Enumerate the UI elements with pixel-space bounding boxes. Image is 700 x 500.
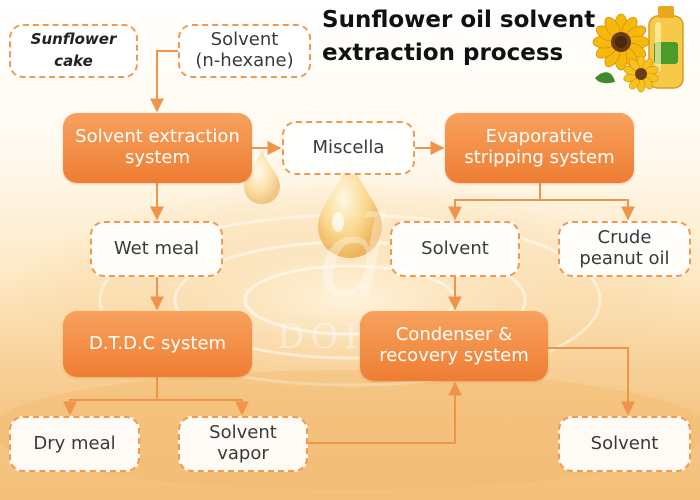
node-wet-meal-label: Wet meal xyxy=(113,237,200,259)
node-condenser-line2: recovery system xyxy=(379,345,529,366)
page-title: Sunflower oil solvent extraction process xyxy=(322,4,595,70)
title-line-2: extraction process xyxy=(322,40,564,66)
node-solvent-hexane-line1: Solvent xyxy=(210,29,279,51)
oil-drop-icon xyxy=(318,160,382,258)
node-solvent-vapor: Solvent vapor xyxy=(178,416,308,472)
node-evaporative-line1: Evaporative xyxy=(485,126,594,148)
connector-evaporative-to-crude xyxy=(540,199,635,221)
node-solvent-hexane: Solvent (n-hexane) xyxy=(178,24,311,78)
sunflower-icon xyxy=(595,55,659,93)
connector-evaporative-split xyxy=(448,183,541,221)
node-solvent-mid: Solvent xyxy=(390,221,520,277)
node-crude-peanut-oil: Crude peanut oil xyxy=(558,221,691,277)
node-wet-meal: Wet meal xyxy=(90,221,223,277)
sunflower-oil-illustration xyxy=(592,6,684,93)
node-sunflower-cake-label: Sunflower cake xyxy=(30,30,117,70)
node-solvent-mid-label: Solvent xyxy=(421,237,489,259)
node-condenser-line1: Condenser & xyxy=(395,324,513,346)
node-vapor-line1: Solvent xyxy=(209,422,277,444)
connector-hexane-to-extraction xyxy=(156,50,178,98)
node-evaporative-stripping-system: Evaporative stripping system xyxy=(445,113,634,183)
node-solvent-hexane-line2: (n-hexane) xyxy=(195,50,294,71)
node-crude-line2: peanut oil xyxy=(579,248,670,269)
node-dry-meal: Dry meal xyxy=(9,416,140,472)
node-solvent-extraction-system: Solvent extraction system xyxy=(63,113,252,183)
node-miscella: Miscella xyxy=(282,121,415,175)
node-evaporative-line2: stripping system xyxy=(464,147,615,168)
node-vapor-line2: vapor xyxy=(217,443,269,464)
connector-vapor-to-condenser xyxy=(308,381,462,444)
title-line-1: Sunflower oil solvent xyxy=(322,7,596,33)
sunflower-icon xyxy=(592,13,650,71)
connector-dtdc-to-vapor xyxy=(157,399,249,416)
node-dry-meal-label: Dry meal xyxy=(33,432,116,454)
node-miscella-label: Miscella xyxy=(312,136,385,158)
connector-condenser-to-solvent xyxy=(548,347,635,416)
node-solvent-output: Solvent xyxy=(558,416,691,472)
node-extraction-line2: system xyxy=(124,147,191,168)
node-dtdc-label: D.T.D.C system xyxy=(88,332,227,354)
node-sunflower-cake: Sunflower cake xyxy=(9,24,138,78)
svg-text:d: d xyxy=(320,200,390,321)
oil-drop-icon xyxy=(244,150,280,204)
connector-dtdc-split xyxy=(63,377,158,416)
node-condenser-recovery-system: Condenser & recovery system xyxy=(360,311,548,381)
node-solvent-out-label: Solvent xyxy=(590,432,659,454)
node-extraction-line1: Solvent extraction xyxy=(75,126,240,148)
node-dtdc-system: D.T.D.C system xyxy=(63,311,252,377)
node-crude-line1: Crude xyxy=(597,227,652,249)
